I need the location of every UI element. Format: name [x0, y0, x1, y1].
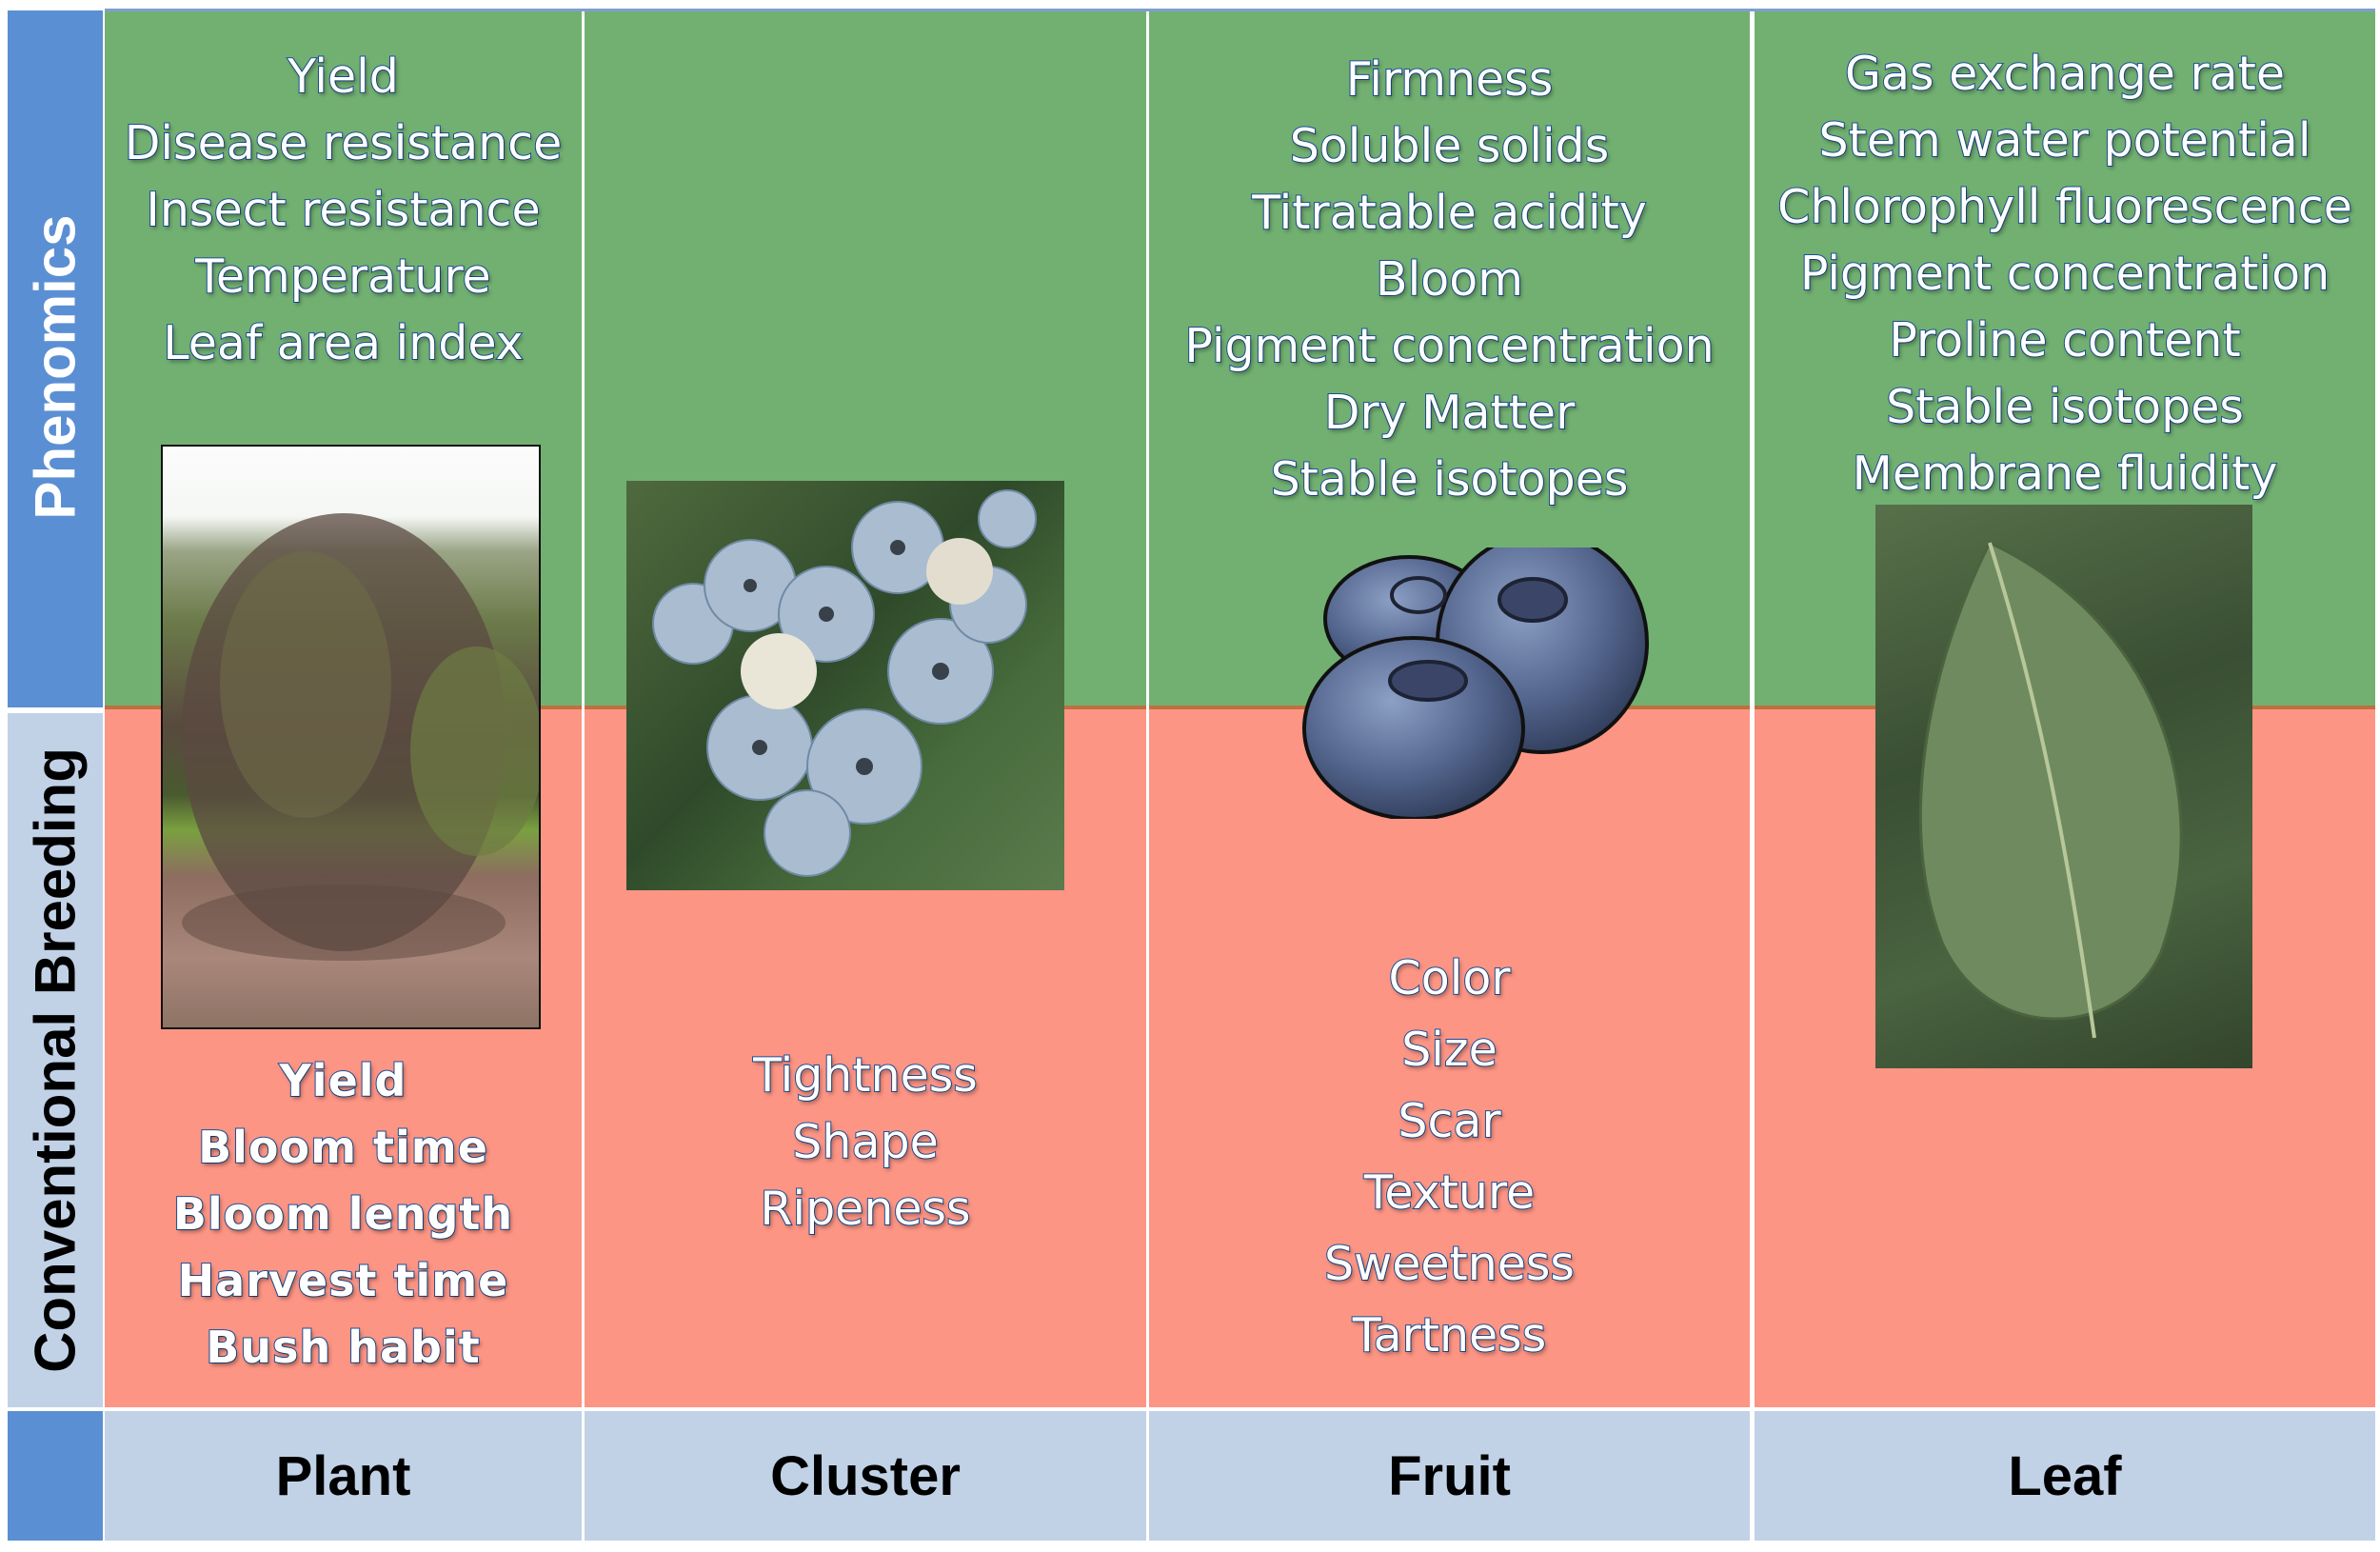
trait: Insect resistance: [145, 182, 541, 238]
footer-plant: Plant: [105, 1411, 582, 1541]
trait: Gas exchange rate: [1844, 46, 2286, 102]
row-label-conventional-text: Conventional Breeding: [23, 747, 88, 1373]
column-label-leaf: Leaf: [2008, 1444, 2122, 1507]
trait: Ripeness: [759, 1181, 971, 1237]
trait: Leaf area index: [162, 315, 524, 371]
blueberries-icon: [1302, 531, 1649, 821]
trait: Titratable acidity: [1251, 185, 1648, 241]
row-label-phenomics-text: Phenomics: [23, 214, 88, 520]
trait: Yield: [287, 49, 400, 105]
leaf-icon: [1918, 541, 2183, 1039]
trait: Stem water potential: [1818, 112, 2312, 169]
corner-block: [8, 1411, 103, 1541]
column-label-fruit: Fruit: [1388, 1444, 1511, 1507]
column-label-cluster: Cluster: [770, 1444, 961, 1507]
row-divider: [8, 707, 103, 713]
footer-cluster: Cluster: [585, 1411, 1146, 1541]
trait: Pigment concentration: [1799, 246, 2330, 302]
row-label-phenomics: Phenomics: [8, 10, 103, 707]
column-label-plant: Plant: [275, 1444, 411, 1507]
leaf-phenomics-cell: Gas exchange rate Stem water potential C…: [1755, 10, 2375, 707]
leaf-phenomics-traits: Gas exchange rate Stem water potential C…: [1755, 41, 2375, 507]
trait: Harvest time: [177, 1254, 509, 1307]
trait: Bush habit: [205, 1321, 481, 1374]
berry-cluster-icon: [652, 489, 1037, 877]
trait: Pigment concentration: [1183, 318, 1715, 374]
fruit-conventional-traits: Color Size Scar Texture Sweetness Tartne…: [1149, 943, 1750, 1371]
trait: Bloom: [1375, 251, 1524, 308]
trait: Size: [1400, 1022, 1498, 1078]
trait: Dry Matter: [1323, 385, 1576, 441]
blueberry-cluster-photo: [626, 481, 1064, 890]
plant-conventional-traits: Yield Bloom time Bloom length Harvest ti…: [105, 1047, 582, 1381]
plant-phenomics-traits: Yield Disease resistance Insect resistan…: [105, 44, 582, 377]
trait: Disease resistance: [124, 115, 564, 171]
trait: Stable isotopes: [1270, 451, 1630, 507]
trait: Shape: [791, 1114, 939, 1170]
trait: Sweetness: [1323, 1236, 1576, 1292]
trait: Proline content: [1888, 312, 2241, 368]
row-label-conventional: Conventional Breeding: [8, 713, 103, 1407]
trait: Color: [1388, 950, 1512, 1006]
blueberry-leaf-photo: [1875, 505, 2252, 1068]
cluster-conventional-traits: Tightness Shape Ripeness: [585, 1043, 1146, 1243]
trait: Texture: [1363, 1164, 1536, 1221]
column-divider: [582, 10, 585, 1541]
trait: Firmness: [1345, 51, 1555, 108]
top-edge: [105, 9, 2375, 11]
blueberry-fruit-illustration: [1290, 531, 1652, 821]
blueberry-bush-photo: [161, 445, 541, 1029]
trait: Scar: [1397, 1093, 1501, 1149]
trait: Bloom time: [197, 1121, 488, 1174]
trait: Soluble solids: [1289, 118, 1611, 174]
column-divider: [1146, 10, 1149, 1541]
trait: Membrane fluidity: [1852, 446, 2279, 502]
trait: Tightness: [752, 1047, 979, 1104]
fruit-conventional-cell: Color Size Scar Texture Sweetness Tartne…: [1149, 709, 1750, 1407]
footer-divider: [103, 1407, 2375, 1411]
fruit-phenomics-cell: Firmness Soluble solids Titratable acidi…: [1149, 10, 1750, 707]
trait: Bloom length: [172, 1187, 514, 1241]
fruit-phenomics-traits: Firmness Soluble solids Titratable acidi…: [1149, 47, 1750, 513]
bush-shape-icon: [182, 513, 539, 961]
column-divider: [1750, 10, 1755, 1541]
trait: Tartness: [1352, 1307, 1547, 1363]
trait: Stable isotopes: [1885, 379, 2245, 435]
footer-fruit: Fruit: [1149, 1411, 1750, 1541]
trait: Temperature: [194, 249, 491, 305]
footer-leaf: Leaf: [1755, 1411, 2375, 1541]
trait: Chlorophyll fluorescence: [1776, 179, 2353, 235]
trait: Yield: [279, 1054, 407, 1107]
